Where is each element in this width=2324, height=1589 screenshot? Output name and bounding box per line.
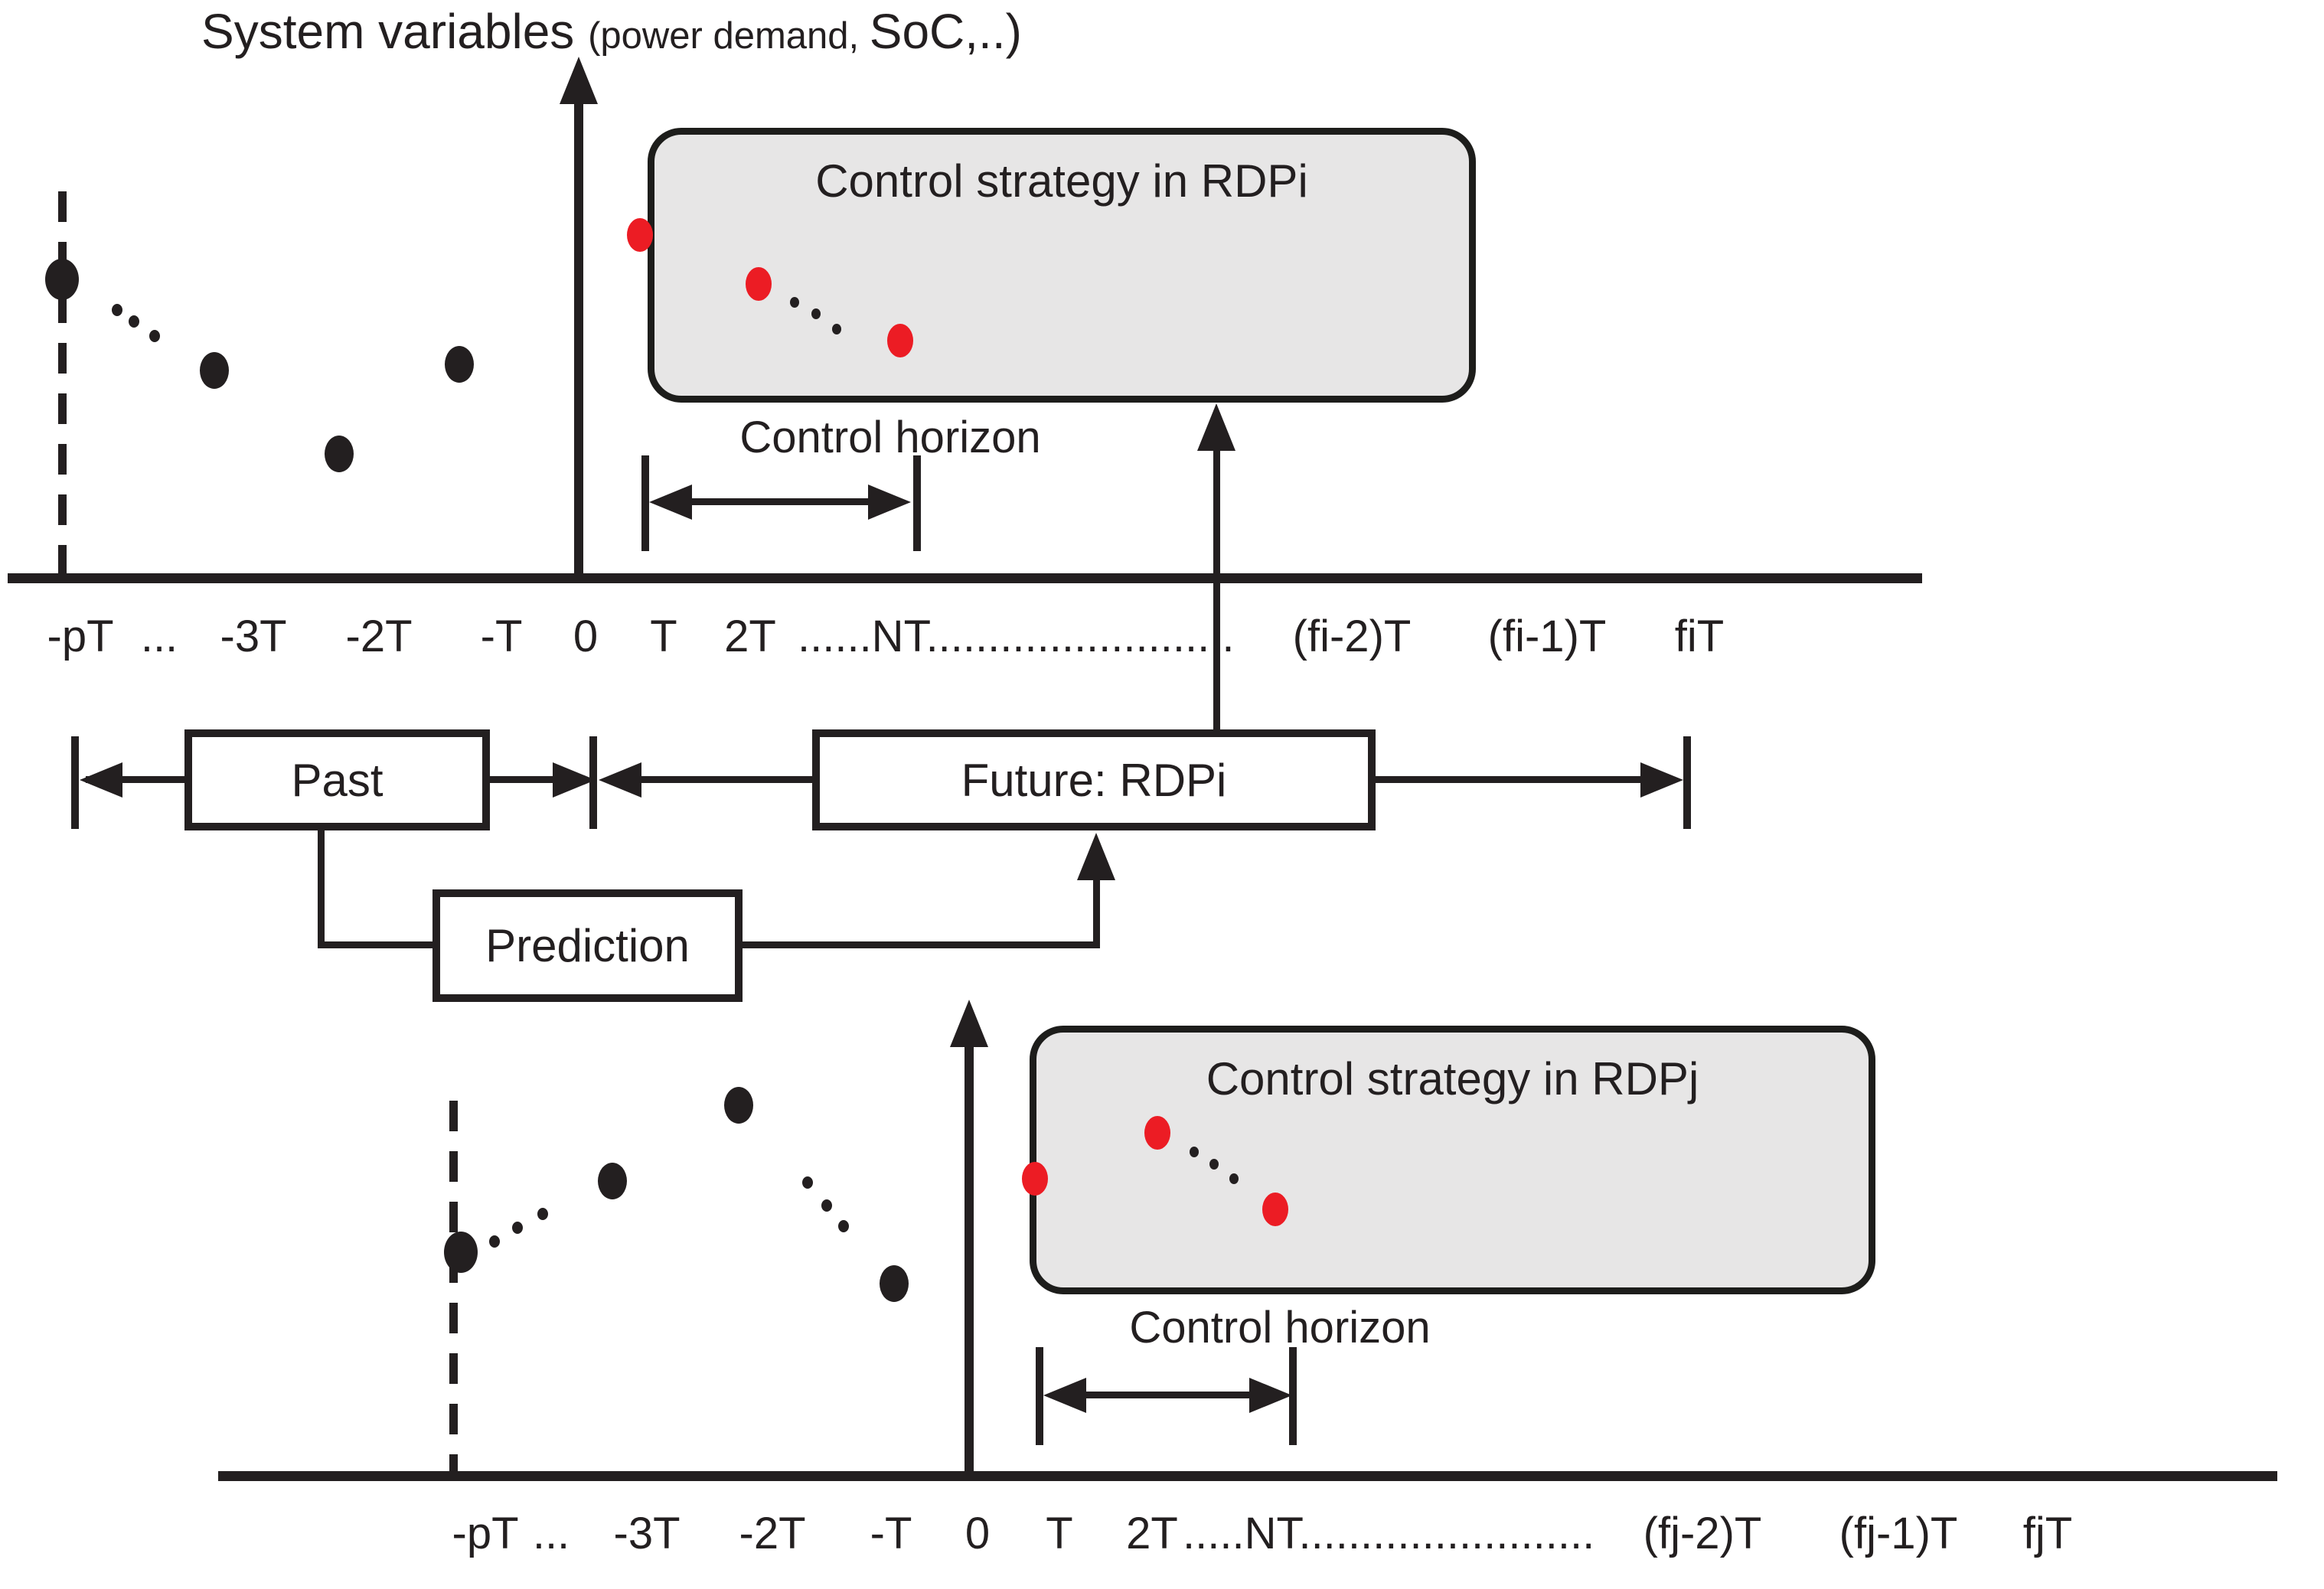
axis-tick-label: (fj-1)T — [1839, 1509, 1958, 1558]
past-to-prediction-line-vertical — [318, 830, 325, 948]
trail-dot — [838, 1220, 849, 1232]
past-left-arrowhead-icon — [80, 762, 122, 798]
prediction-to-future-line-horizontal — [743, 941, 1096, 948]
control-strategy-rdpj-title: Control strategy in RDPj — [1206, 1053, 1699, 1104]
top-control-horizon-arrowhead-right-icon — [868, 485, 911, 520]
past-data-dot — [724, 1087, 753, 1124]
bottom-control-horizon-arrowhead-right-icon — [1249, 1378, 1292, 1413]
trail-dot — [537, 1208, 548, 1220]
future-box-label: Future: RDPi — [961, 754, 1227, 806]
figure-title-main: System variables — [201, 4, 589, 59]
axis-tick-label: fjT — [2022, 1509, 2073, 1558]
top-past-dashed-line — [58, 191, 67, 573]
past-data-dot — [200, 352, 229, 389]
top-control-horizon-label: Control horizon — [739, 413, 1041, 462]
bottom-y-axis — [965, 1039, 974, 1476]
trail-dot — [512, 1222, 523, 1234]
control-strategy-rdpi-title: Control strategy in RDPi — [815, 155, 1308, 207]
axis-tick-label: (fi-2)T — [1292, 612, 1412, 661]
future-left-arrow-line — [640, 776, 812, 783]
figure-title-paren: (power demand, — [588, 15, 870, 57]
bottom-x-axis — [218, 1471, 2277, 1481]
past-right-arrowhead-icon — [553, 762, 596, 798]
bottom-control-horizon-arrowhead-left-icon — [1043, 1378, 1086, 1413]
top-x-axis — [8, 573, 1922, 583]
timeline-mid-tick — [589, 736, 597, 829]
top-axis-labels: -pT... -3T -2T -T 0 T 2T ......NT..............… — [0, 611, 2324, 664]
axis-tick-label: ... — [532, 1509, 570, 1558]
prediction-to-future-line-vertical — [1093, 879, 1100, 948]
future-to-strategy-arrowhead-icon — [1197, 403, 1235, 451]
future-box: Future: RDPi — [812, 729, 1376, 830]
axis-tick-label: 2T — [724, 612, 776, 661]
axis-tick-label: -T — [870, 1509, 912, 1558]
figure-title-tail: SoC,..) — [869, 4, 1022, 59]
trail-dot — [149, 330, 160, 342]
control-strategy-rdpj-box: Control strategy in RDPj — [1030, 1026, 1875, 1294]
bottom-control-horizon-left-tick — [1036, 1347, 1043, 1445]
top-y-axis — [574, 98, 583, 578]
top-y-axis-arrowhead-icon — [560, 57, 598, 104]
trail-dot — [821, 1199, 832, 1212]
axis-tick-label: .....NT........................ — [1183, 1509, 1595, 1558]
axis-tick-label: -3T — [220, 612, 287, 661]
top-control-horizon-left-tick — [641, 455, 649, 551]
top-control-horizon-arrow-line — [681, 498, 873, 505]
axis-tick-label: ... — [140, 612, 178, 661]
bottom-control-horizon-right-tick — [1289, 1347, 1297, 1445]
top-control-horizon-arrowhead-left-icon — [649, 485, 692, 520]
past-box-label: Past — [291, 754, 384, 806]
axis-tick-label: -2T — [345, 612, 413, 661]
axis-tick-label: -pT — [47, 612, 114, 661]
prediction-box: Prediction — [432, 889, 743, 1002]
trail-dot — [129, 315, 139, 328]
timeline-right-end-tick — [1683, 736, 1691, 829]
past-data-dot — [325, 436, 354, 472]
trail-dot — [802, 1176, 813, 1189]
axis-tick-label: -3T — [613, 1509, 681, 1558]
trail-dot — [489, 1235, 500, 1248]
bottom-control-horizon-label: Control horizon — [1129, 1303, 1431, 1352]
top-control-horizon-right-tick — [913, 455, 921, 551]
bottom-past-dashed-line — [449, 1101, 458, 1471]
past-box: Past — [184, 729, 490, 830]
axis-tick-label: 0 — [965, 1509, 991, 1558]
future-right-arrowhead-icon — [1640, 762, 1683, 798]
future-to-strategy-arrow-line — [1213, 448, 1220, 729]
control-strategy-rdpi-box: Control strategy in RDPi — [648, 128, 1476, 403]
prediction-to-future-arrowhead-icon — [1077, 833, 1115, 880]
axis-tick-label: -pT — [452, 1509, 519, 1558]
bottom-axis-labels: -pT... -3T -2T -T 0 T 2T.....NT...............… — [0, 1508, 2324, 1561]
past-data-dot — [445, 346, 474, 383]
past-to-prediction-line-horizontal — [318, 941, 432, 948]
past-data-dot — [598, 1163, 627, 1199]
figure-title: System variables (power demand, SoC,..) — [201, 3, 1022, 60]
past-right-arrow-line — [490, 776, 554, 783]
axis-tick-label: T — [1046, 1509, 1073, 1558]
trail-dot — [112, 304, 122, 316]
axis-tick-label: 2T — [1126, 1509, 1178, 1558]
axis-tick-label: (fi-1)T — [1487, 612, 1607, 661]
future-right-arrow-line — [1376, 776, 1642, 783]
prediction-box-label: Prediction — [485, 920, 690, 971]
axis-tick-label: fiT — [1674, 612, 1725, 661]
past-data-dot — [880, 1265, 909, 1302]
bottom-control-horizon-arrow-line — [1073, 1392, 1260, 1398]
axis-tick-label: T — [650, 612, 677, 661]
axis-tick-label: -T — [480, 612, 523, 661]
axis-tick-label: -2T — [739, 1509, 806, 1558]
bottom-y-axis-arrowhead-icon — [950, 1000, 988, 1047]
future-left-arrowhead-icon — [599, 762, 641, 798]
axis-tick-label: 0 — [573, 612, 599, 661]
axis-tick-label: (fj-2)T — [1643, 1509, 1762, 1558]
past-left-arrow-line — [86, 776, 184, 783]
axis-tick-label: ......NT......................... — [798, 612, 1235, 661]
timeline-left-end-tick — [71, 736, 79, 829]
